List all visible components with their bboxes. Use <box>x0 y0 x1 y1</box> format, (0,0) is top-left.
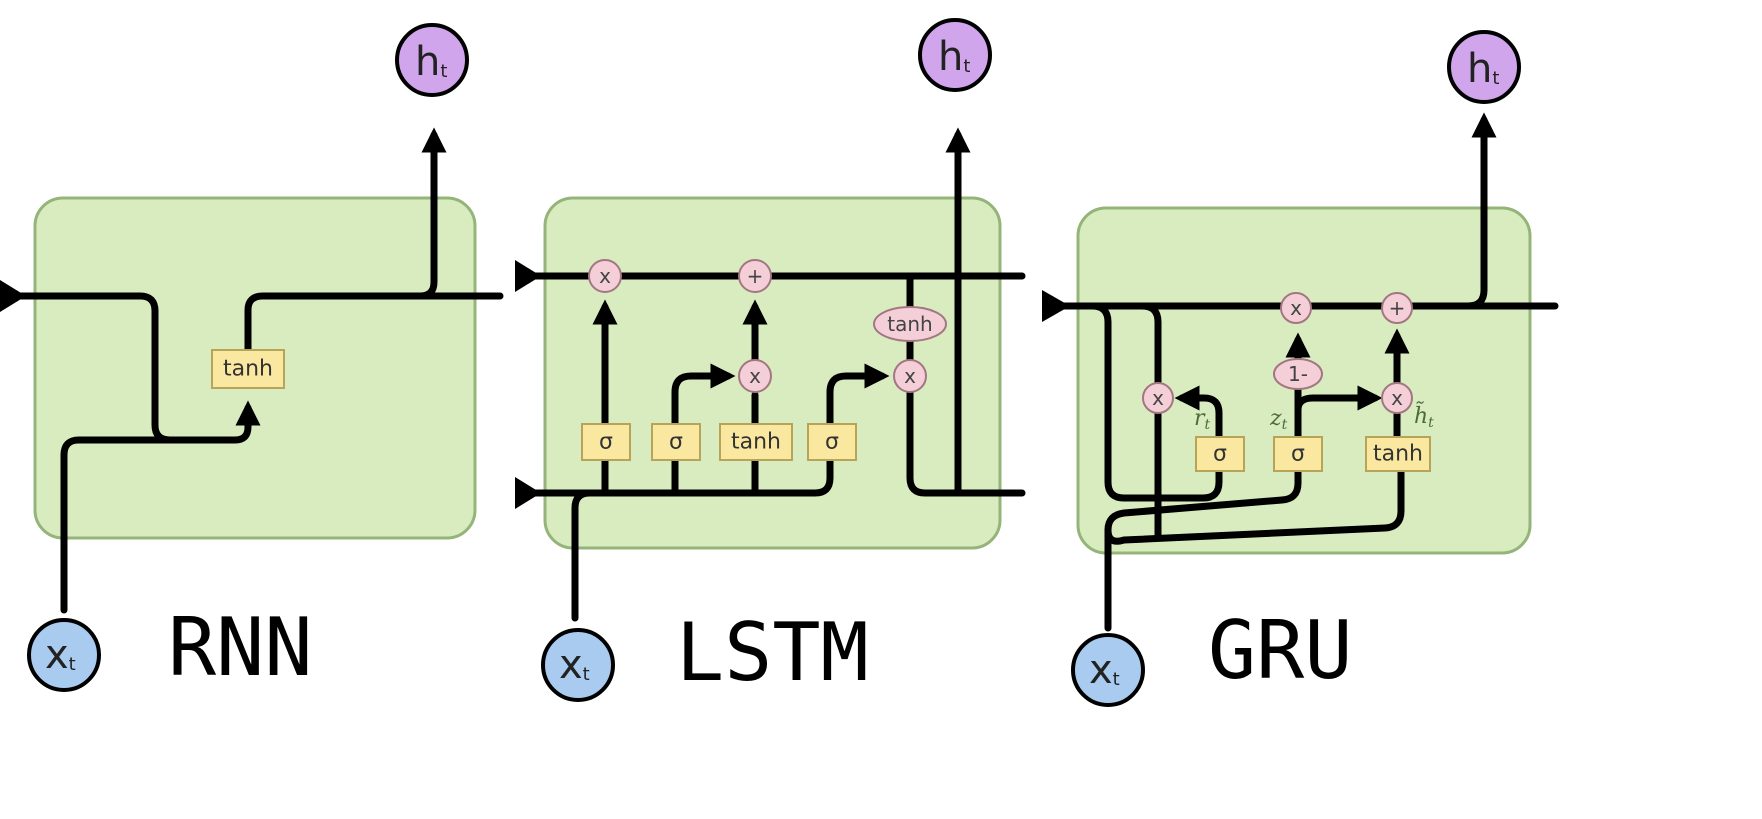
lstm-forget-gate <box>581 423 631 461</box>
gru-reset-gate <box>1195 436 1245 472</box>
lstm-input-node <box>541 628 615 702</box>
lstm-panel: σ σ tanh σ x + x x tanh ht xt LSTM <box>515 18 1026 702</box>
lstm-input-gate-up-wire <box>671 363 736 429</box>
gru-output-wire <box>1464 112 1497 310</box>
gru-reset-mult-op <box>1142 382 1174 414</box>
gru-reset-up-wire <box>1174 385 1223 442</box>
rnn-output-wire <box>416 127 447 300</box>
lstm-forget-mult-op <box>588 259 622 293</box>
gru-candidate-gate <box>1365 436 1431 472</box>
gru-reset-gate-label: σ <box>1213 442 1227 467</box>
gru-hidden-mult-op <box>1280 292 1312 324</box>
gru-add-label: + <box>1389 296 1406 320</box>
lstm-forget-gate-label: σ <box>599 430 613 455</box>
lstm-output-mult-label: x <box>904 364 916 388</box>
lstm-title: LSTM <box>676 606 869 699</box>
lstm-output-node <box>918 18 992 92</box>
rnn-hidden-in-wire <box>16 292 261 444</box>
gru-input-wire <box>1104 466 1405 632</box>
lstm-output-tanh-label: tanh <box>887 312 932 336</box>
gru-title: GRU <box>1208 604 1353 697</box>
lstm-input-node-label: xt <box>559 642 590 688</box>
lstm-output-mult-op <box>893 359 927 393</box>
lstm-add-op <box>738 259 772 293</box>
gru-update-gate-label: σ <box>1291 442 1305 467</box>
gru-panel: σ σ tanh x x + x 1- rt zt h̃t ht <box>1042 30 1559 707</box>
gru-input-node-label: xt <box>1089 647 1120 693</box>
rnn-tanh-gate <box>211 349 285 389</box>
lstm-forget-mult-label: x <box>599 264 611 288</box>
lstm-output-gate-up-wire <box>826 363 890 429</box>
gru-output-node <box>1447 30 1521 104</box>
gru-reset-math-label: rt <box>1194 406 1211 433</box>
gru-update-feed-wire <box>1104 466 1302 534</box>
lstm-cell-state-input-arrow <box>515 260 541 292</box>
gru-input-node <box>1071 633 1145 707</box>
lstm-hidden-out-wire <box>906 388 1026 497</box>
gru-add-op <box>1381 292 1413 324</box>
lstm-input-gate <box>651 423 701 461</box>
gru-candidate-mult-op <box>1381 382 1413 414</box>
lstm-input-mult-label: x <box>749 364 761 388</box>
gru-update-gate <box>1273 436 1323 472</box>
lstm-output-node-label: ht <box>938 34 970 80</box>
gru-update-math-label: zt <box>1269 406 1288 433</box>
rnn-input-node <box>27 618 101 692</box>
lstm-input-mult-op <box>738 359 772 393</box>
gru-hidden-input-arrow <box>1042 290 1070 322</box>
rnn-title: RNN <box>168 601 313 694</box>
gru-candidate-gate-label: tanh <box>1373 442 1423 467</box>
lstm-hidden-input-arrow <box>515 477 541 509</box>
gru-output-node-label: ht <box>1467 46 1499 92</box>
lstm-output-gate-label: σ <box>825 430 839 455</box>
gru-hidden-drop-wire <box>1088 302 1223 502</box>
lstm-input-gate-label: σ <box>669 430 683 455</box>
lstm-input-wire <box>571 489 594 622</box>
lstm-output-gate <box>807 423 857 461</box>
lstm-hidden-wire <box>531 452 834 497</box>
gru-reset-mult-label: x <box>1152 386 1164 410</box>
lstm-output-tanh-op <box>873 306 947 342</box>
rnn-input-node-label: xt <box>45 632 76 678</box>
rnn-panel: tanh ht xt RNN <box>0 23 504 694</box>
gru-candidate-mult-label: x <box>1391 386 1403 410</box>
gru-one-minus-op <box>1273 358 1323 390</box>
gru-update-right-wire <box>1294 385 1383 414</box>
gru-one-minus-label: 1- <box>1288 362 1308 386</box>
rnn-output-node <box>395 23 469 97</box>
rnn-input-wire <box>60 436 174 614</box>
gru-hidden-mult-label: x <box>1290 296 1302 320</box>
gru-reset-drop-wire <box>1138 302 1162 539</box>
rnn-hidden-input-arrow <box>0 280 26 312</box>
rnn-tanh-out-wire <box>244 292 504 354</box>
rnn-output-node-label: ht <box>415 39 447 85</box>
lstm-add-label: + <box>747 264 764 288</box>
rnn-tanh-label: tanh <box>223 357 273 382</box>
lstm-candidate-gate-label: tanh <box>731 430 781 455</box>
gru-candidate-math-label: h̃t <box>1414 402 1434 431</box>
lstm-candidate-gate <box>719 423 793 461</box>
